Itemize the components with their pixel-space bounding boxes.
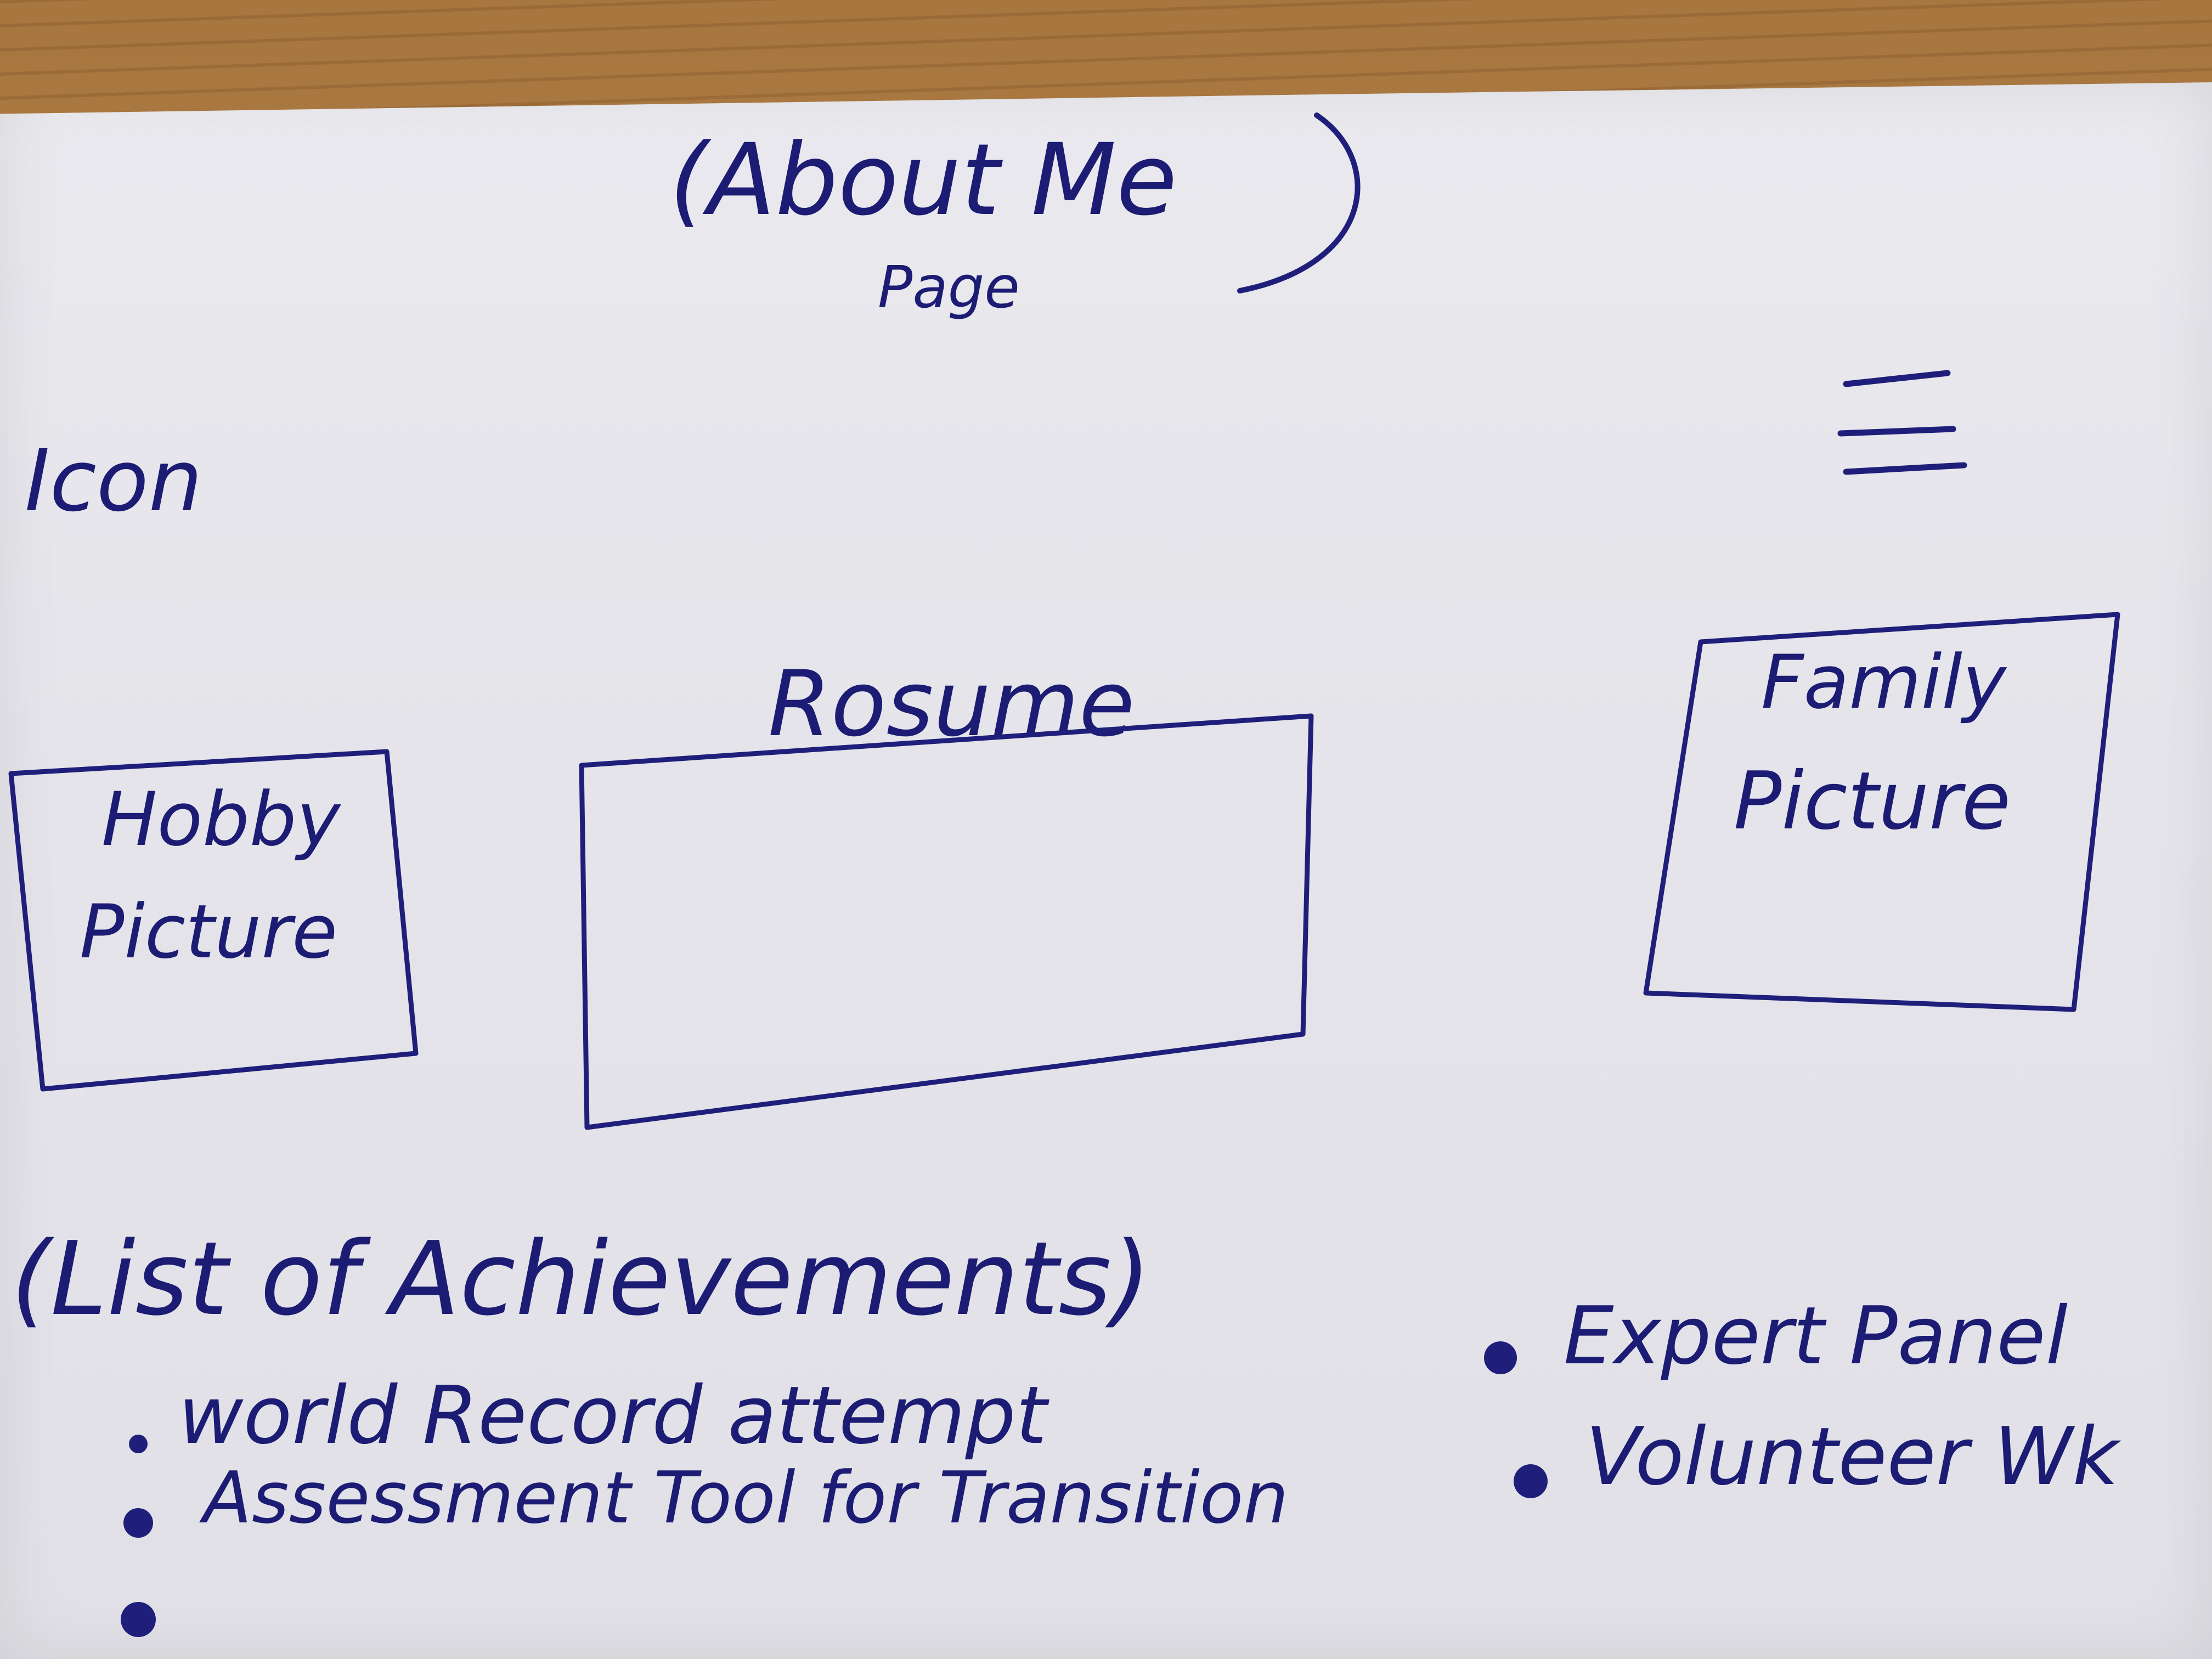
page-title-subtext: Page bbox=[878, 254, 1020, 321]
family-label-line2: Picture bbox=[1734, 755, 2011, 848]
achievements-heading: (List of Achievements) bbox=[11, 1220, 1151, 1338]
hobby-label-line2: Picture bbox=[80, 889, 337, 975]
achievements-list-left: world Record attempt Assessment Tool for… bbox=[121, 1369, 1289, 1637]
paper-sheet bbox=[0, 82, 2212, 1659]
list-item: Assessment Tool for Transition bbox=[199, 1456, 1289, 1539]
page-title-text: (About Me bbox=[669, 123, 1177, 238]
resume-box[interactable] bbox=[579, 713, 1314, 1130]
list-item-bullet bbox=[1484, 1341, 1517, 1374]
list-item: Expert Panel bbox=[1564, 1290, 2068, 1383]
hobby-picture-box[interactable] bbox=[8, 749, 419, 1092]
list-item-bullet bbox=[123, 1508, 153, 1538]
title-closing-parenthesis bbox=[1237, 112, 1361, 294]
achievements-list-right: Expert Panel Volunteer Wk bbox=[1484, 1290, 2121, 1503]
hobby-label-line1: Hobby bbox=[101, 776, 341, 862]
list-item-bullet bbox=[1514, 1464, 1548, 1498]
icon-label: Icon bbox=[25, 431, 202, 531]
list-item: Volunteer Wk bbox=[1585, 1410, 2121, 1503]
hamburger-menu-icon[interactable] bbox=[1837, 370, 1967, 475]
list-item-bullet bbox=[121, 1602, 156, 1637]
family-label-line1: Family bbox=[1761, 639, 2007, 725]
list-item: world Record attempt bbox=[178, 1369, 1050, 1462]
family-picture-box[interactable] bbox=[1643, 612, 2120, 1012]
list-item-bullet bbox=[129, 1435, 148, 1453]
